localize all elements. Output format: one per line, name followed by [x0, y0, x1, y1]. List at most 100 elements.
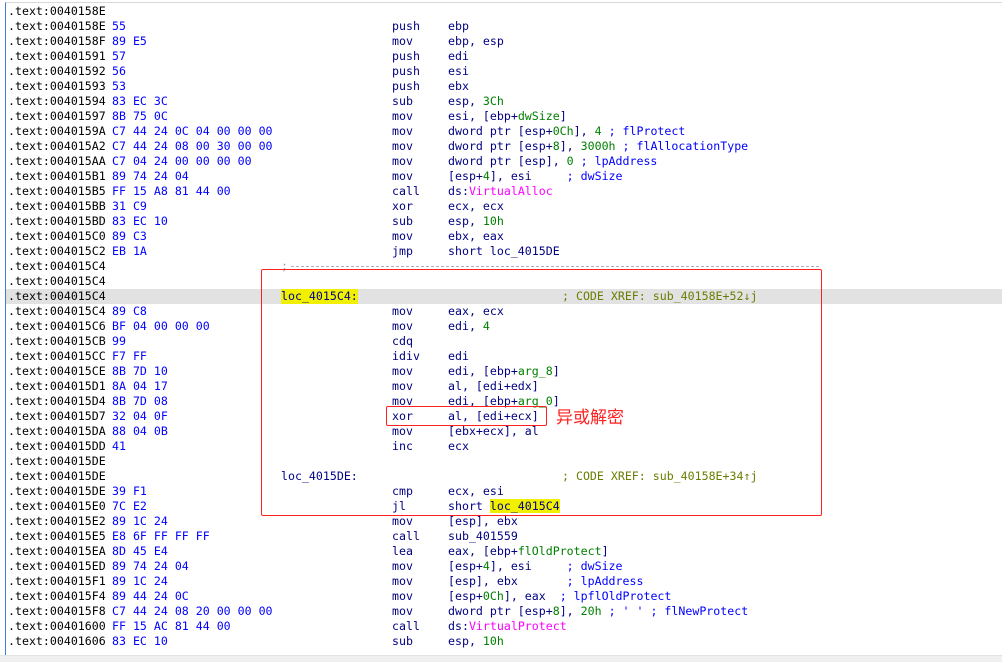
loop-highlight-box: [261, 269, 822, 516]
operand-text: ]: [552, 394, 560, 408]
address: .text:004015C4: [8, 259, 106, 273]
number-operand: 4: [594, 124, 602, 138]
number-operand: 3Ch: [482, 94, 504, 108]
operand-text: edi, [ebp+: [448, 394, 518, 408]
operands: ebp: [448, 19, 469, 34]
code-label[interactable]: loc_4015C4:: [281, 289, 358, 304]
address: .text:004015DE: [8, 469, 106, 483]
mnemonic: call: [392, 184, 420, 198]
code-line[interactable]: .text:004015DE: [6, 454, 1002, 469]
number-operand: 3000h: [580, 139, 616, 153]
opcode-bytes: 83 EC 10: [112, 214, 168, 228]
code-line[interactable]: .text:0040158E: [6, 4, 1002, 19]
mnemonic: mov: [392, 394, 413, 408]
mnemonic: mov: [392, 139, 413, 153]
code-line[interactable]: .text:004015C4;: [6, 259, 1002, 274]
operands: ecx, esi: [448, 484, 504, 499]
operands: ebp, esp: [448, 34, 504, 49]
opcode-bytes: 8D 45 E4: [112, 544, 168, 558]
separator-line: [291, 266, 819, 267]
operands: esp, 10h: [448, 634, 504, 649]
opcode-bytes: 7C E2: [112, 499, 147, 513]
highlighted-label[interactable]: loc_4015C4: [489, 499, 560, 513]
code-label[interactable]: loc_4015DE:: [281, 469, 358, 483]
operand-text: ebx: [448, 79, 469, 93]
number-operand: 4: [482, 559, 490, 573]
address: .text:004015B1: [8, 169, 106, 183]
number-operand: 8: [552, 139, 560, 153]
operands: [esp+0Ch], eax ; lpflOldProtect: [448, 589, 671, 604]
variable-operand[interactable]: arg_8: [517, 364, 553, 378]
operands: eax, [ebp+flOldProtect]: [448, 544, 609, 559]
import-name[interactable]: VirtualProtect: [468, 619, 567, 633]
operand-text: ],: [559, 604, 581, 618]
address: .text:004015DE: [8, 484, 106, 498]
address: .text:004015DD: [8, 439, 106, 453]
operand-text: [esp], ebx: [448, 514, 518, 528]
variable-operand[interactable]: dwSize: [517, 109, 560, 123]
import-name[interactable]: VirtualAlloc: [468, 184, 553, 198]
opcode-bytes: C7 44 24 08 20 00 00 00: [112, 604, 273, 618]
address: .text:004015C4: [8, 274, 106, 288]
xref-comment[interactable]: ; CODE XREF: sub_40158E+34↑j: [562, 469, 758, 483]
operands: edi: [448, 49, 469, 64]
operand-text: ecx, ecx: [448, 199, 504, 213]
operands: esi: [448, 64, 469, 79]
address: .text:004015C6: [8, 319, 106, 333]
address: .text:004015A2: [8, 139, 106, 153]
opcode-bytes: 56: [112, 64, 126, 78]
variable-operand[interactable]: arg_0: [517, 394, 553, 408]
mnemonic: mov: [392, 169, 413, 183]
mnemonic: mov: [392, 154, 413, 168]
operands: esp, 3Ch: [448, 94, 504, 109]
variable-operand[interactable]: flOldProtect: [517, 544, 602, 558]
address: .text:004015B5: [8, 184, 106, 198]
xref-comment[interactable]: ; CODE XREF: sub_40158E+52↓j: [562, 289, 758, 303]
code-line[interactable]: .text:004015C4: [6, 274, 1002, 289]
address: .text:00401600: [8, 619, 106, 633]
horizontal-scrollbar[interactable]: [0, 655, 1002, 662]
address: .text:00401594: [8, 94, 106, 108]
code-line[interactable]: .text:004015DE loc_4015DE: ; CODE XREF: su…: [6, 469, 1002, 484]
operand-text: ebp, esp: [448, 34, 504, 48]
